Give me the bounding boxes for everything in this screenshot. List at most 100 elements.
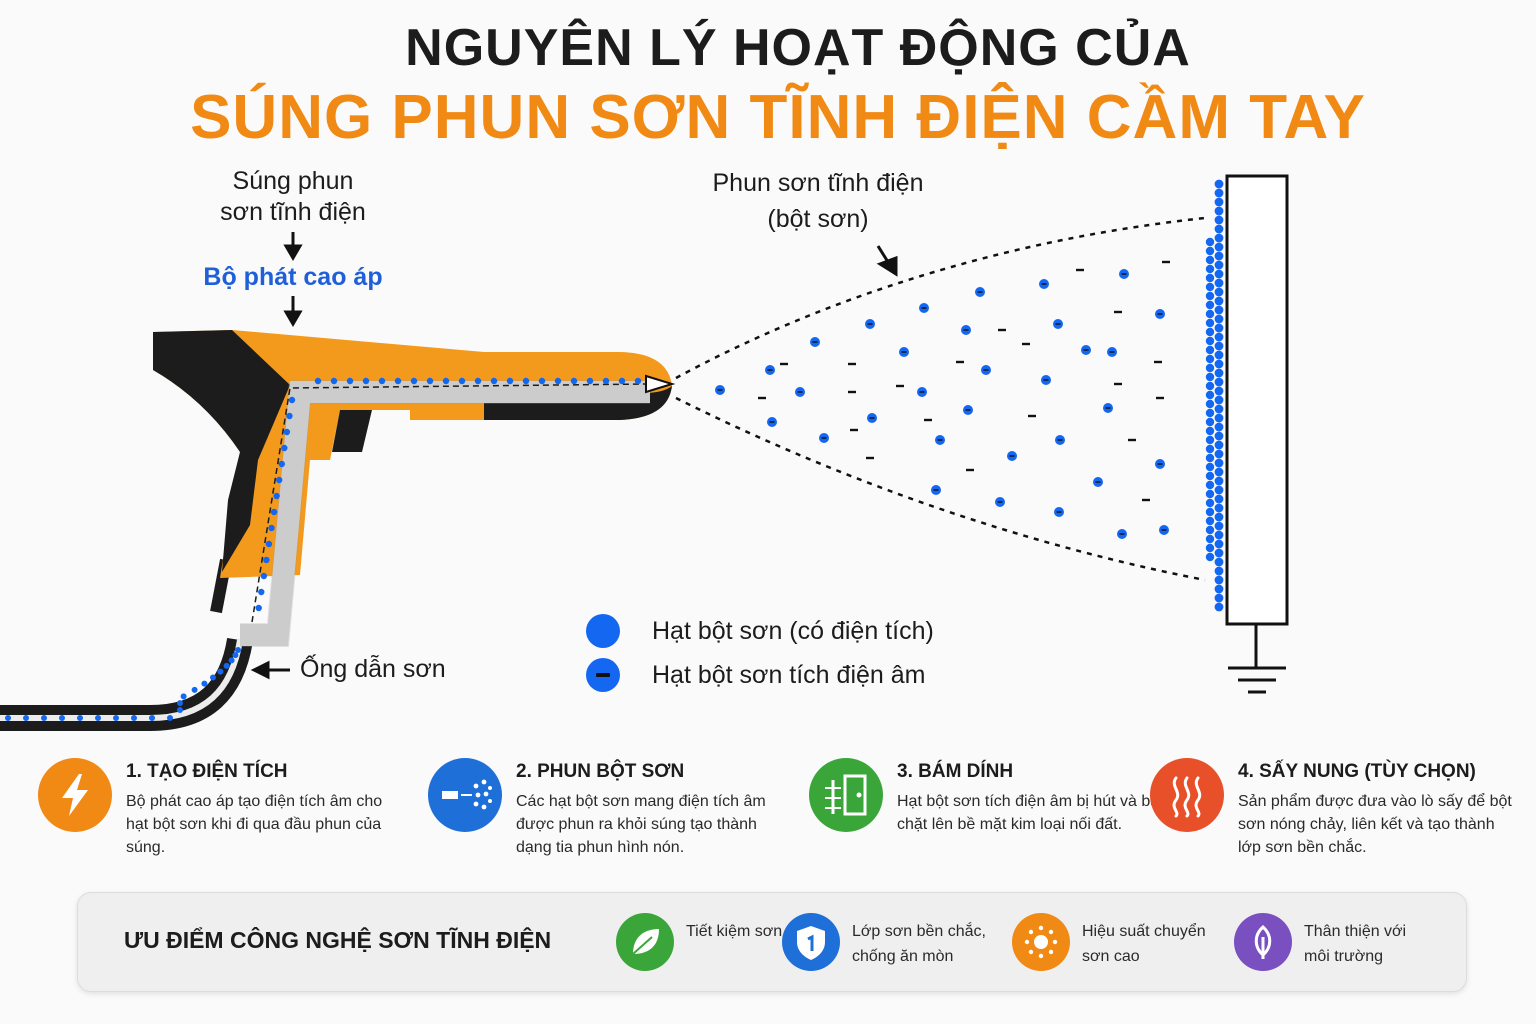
- deposited-particle: [1205, 453, 1215, 463]
- channel-particle: [506, 377, 514, 385]
- deposited-particle: [1214, 449, 1224, 459]
- deposited-particle: [1205, 318, 1215, 328]
- deposited-particle: [1205, 390, 1215, 400]
- channel-particle: [283, 428, 291, 436]
- negative-particle-icon: [586, 658, 620, 692]
- deposited-particle: [1205, 435, 1215, 445]
- legend-item-negative: Hạt bột sơn tích điện âm: [586, 658, 925, 692]
- deposited-particle: [1214, 431, 1224, 441]
- deposited-particle: [1214, 476, 1224, 486]
- label-spray-line1: Phun sơn tĩnh điện: [712, 169, 924, 197]
- deposited-particle: [1205, 345, 1215, 355]
- deposited-particle: [1214, 197, 1224, 207]
- deposited-particle: [1205, 291, 1215, 301]
- deposited-particle: [1214, 188, 1224, 198]
- deposited-particle: [1205, 273, 1215, 283]
- hose-particle: [228, 657, 235, 664]
- deposited-particle: [1205, 363, 1215, 373]
- deposited-particle: [1205, 381, 1215, 391]
- step-desc: Bộ phát cao áp tạo điện tích âm cho hạt …: [126, 793, 383, 856]
- hose-particle: [201, 680, 208, 687]
- spray-gun: [153, 330, 676, 647]
- title-line2: SÚNG PHUN SƠN TĨNH ĐIỆN CẦM TAY: [190, 83, 1366, 152]
- deposited-particle: [1214, 350, 1224, 360]
- deposited-particle: [1214, 521, 1224, 531]
- deposited-particle: [1214, 359, 1224, 369]
- deposited-particle: [1214, 305, 1224, 315]
- shield-icon: [782, 913, 840, 971]
- hose-particle: [210, 674, 216, 681]
- channel-particle: [634, 377, 642, 385]
- advantages-title: ƯU ĐIỂM CÔNG NGHỆ SƠN TĨNH ĐIỆN: [124, 927, 552, 953]
- channel-particle: [490, 377, 498, 385]
- deposited-particle: [1214, 485, 1224, 495]
- spray-icon: [428, 758, 502, 832]
- deposited-particle: [1205, 489, 1215, 499]
- channel-particle: [602, 377, 610, 385]
- deposited-particle: [1205, 255, 1215, 265]
- channel-particle: [378, 377, 386, 385]
- label-hose: Ống dẫn sơn: [300, 655, 446, 683]
- step-4: 4. SẤY NUNG (TÙY CHỌN) Sản phẩm được đưa…: [1150, 758, 1520, 868]
- hose-particle: [5, 715, 11, 721]
- deposited-particle: [1205, 264, 1215, 274]
- label-arrows: [250, 232, 898, 680]
- gun-channel-particles: [5, 377, 642, 721]
- hose-particle: [77, 715, 83, 721]
- deposited-particle: [1214, 575, 1224, 585]
- deposited-particle: [1214, 278, 1224, 288]
- title-line1: NGUYÊN LÝ HOẠT ĐỘNG CỦA: [405, 19, 1191, 77]
- deposited-particle: [1214, 224, 1224, 234]
- step-3: 3. BÁM DÍNH Hạt bột sơn tích điện âm bị …: [809, 758, 1179, 868]
- channel-particle: [554, 377, 562, 385]
- channel-particle: [586, 377, 594, 385]
- hose-particle: [191, 686, 198, 693]
- deposited-particle: [1205, 534, 1215, 544]
- deposited-particle: [1205, 444, 1215, 454]
- deposited-particle: [1214, 269, 1224, 279]
- channel-particle: [330, 377, 338, 385]
- deposited-particle: [1214, 422, 1224, 432]
- channel-particle: [362, 377, 370, 385]
- advantage-text: Tiết kiệm sơn: [686, 923, 783, 940]
- channel-particle: [538, 377, 546, 385]
- deposited-particle: [1205, 336, 1215, 346]
- step-title: 1. TẠO ĐIỆN TÍCH: [126, 761, 288, 782]
- deposited-particle: [1205, 246, 1215, 256]
- hose-particle: [23, 715, 29, 721]
- deposited-particle: [1214, 341, 1224, 351]
- deposited-particle: [1214, 458, 1224, 468]
- label-gun-line1: Súng phun: [232, 167, 354, 195]
- paint-hose: [0, 558, 253, 731]
- channel-particle: [281, 444, 288, 452]
- deposited-particle: [1214, 206, 1224, 216]
- hose-particle: [217, 668, 224, 675]
- spray-gun-diagram: [0, 174, 1289, 731]
- powder-particles: [715, 260, 1170, 539]
- deposited-particle: [1205, 426, 1215, 436]
- deposited-particle: [1214, 215, 1224, 225]
- hose-particle: [149, 715, 155, 721]
- hose-particle: [113, 715, 119, 721]
- channel-particle: [260, 572, 268, 580]
- deposited-particles: [1205, 179, 1224, 612]
- channel-particle: [410, 377, 418, 385]
- channel-particle: [268, 524, 275, 532]
- hose-particle: [131, 715, 137, 721]
- deposited-particle: [1214, 395, 1224, 405]
- step-desc: Các hạt bột sơn mang điện tích âm được p…: [516, 793, 766, 856]
- label-generator: Bộ phát cao áp: [203, 263, 383, 291]
- step-desc: Sản phẩm được đưa vào lò sấy để bột sơn …: [1238, 793, 1512, 856]
- step-2: 2. PHUN BỘT SƠN Các hạt bột sơn mang điệ…: [428, 758, 798, 868]
- spray-cone: [675, 216, 1206, 582]
- deposited-particle: [1205, 327, 1215, 337]
- channel-particle: [278, 460, 285, 468]
- deposited-particle: [1214, 530, 1224, 540]
- deposited-particle: [1214, 260, 1224, 270]
- deposited-particle: [1205, 417, 1215, 427]
- deposited-particle: [1214, 548, 1224, 558]
- lightning-icon: [38, 758, 112, 832]
- advantage-text: Thân thiện với môi trường: [1304, 923, 1407, 965]
- deposited-particle: [1205, 237, 1215, 247]
- deposited-particle: [1205, 480, 1215, 490]
